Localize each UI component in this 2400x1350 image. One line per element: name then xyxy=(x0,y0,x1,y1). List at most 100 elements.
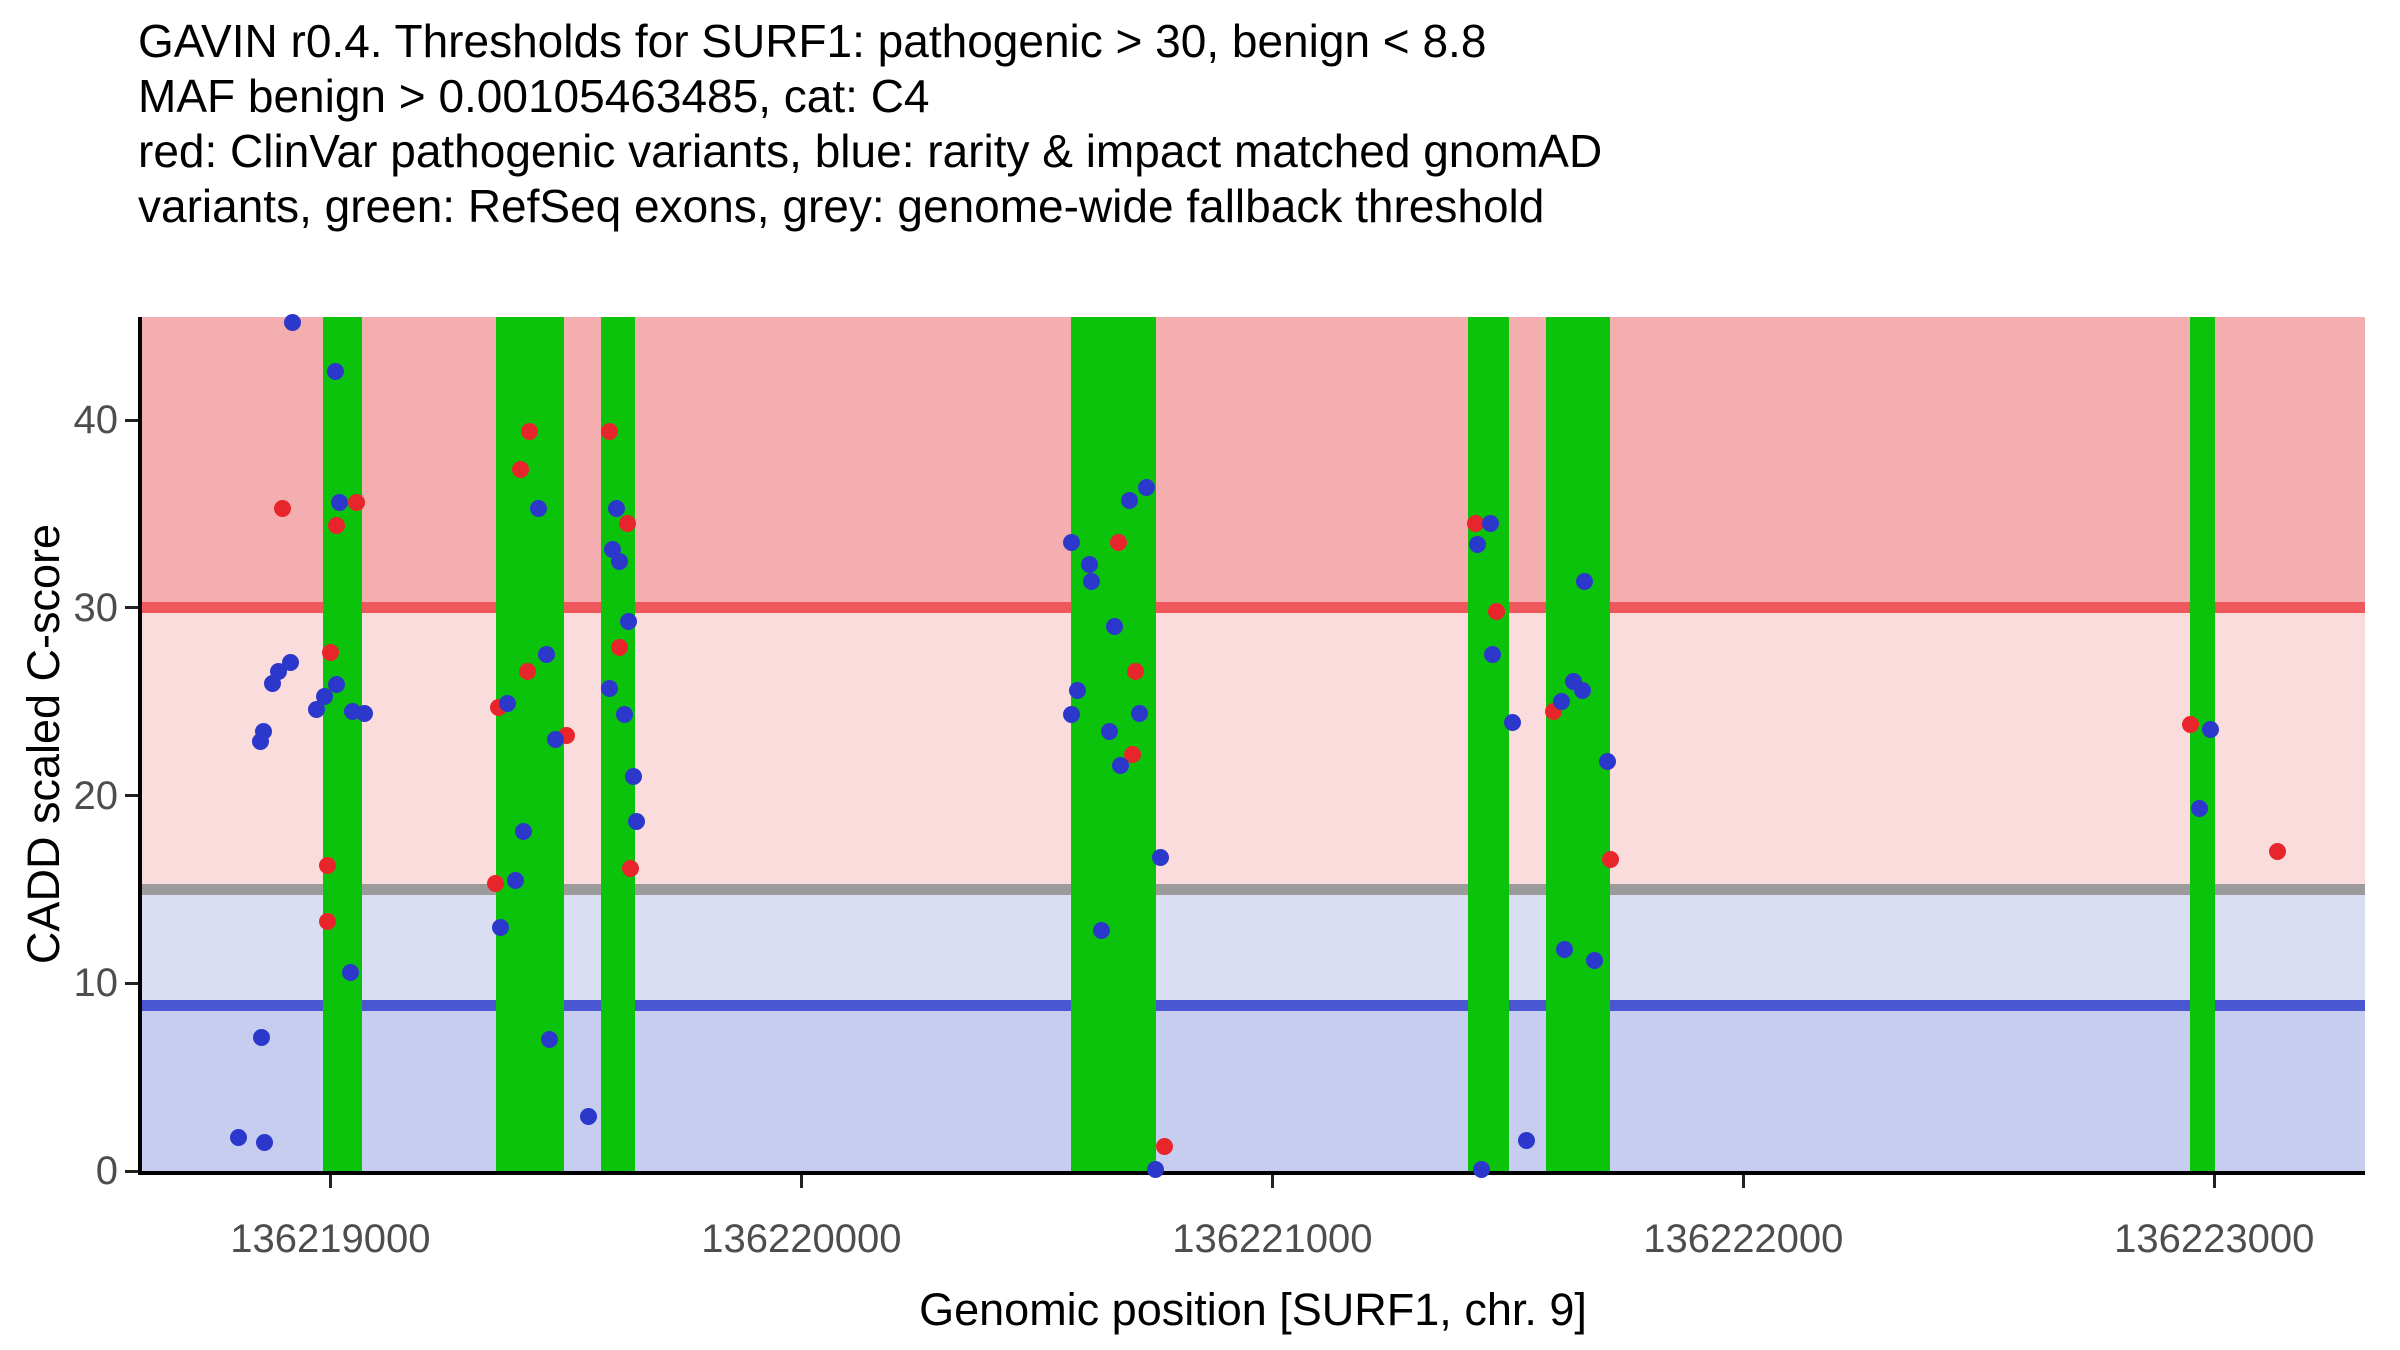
gnomad-matched-point xyxy=(1598,753,1616,771)
gnomad-matched-point xyxy=(1137,479,1155,497)
y-tick-mark xyxy=(125,606,138,610)
clinvar-pathogenic-point xyxy=(1601,850,1619,868)
gnomad-matched-point xyxy=(608,499,626,517)
gnomad-matched-point xyxy=(537,646,555,664)
x-tick-mark xyxy=(799,1175,803,1188)
refseq-exon-bar xyxy=(1467,317,1510,1171)
clinvar-pathogenic-point xyxy=(519,663,537,681)
threshold-line-0 xyxy=(142,602,2365,614)
gnomad-matched-point xyxy=(499,695,517,713)
threshold-band-3 xyxy=(142,1005,2365,1171)
x-axis-line xyxy=(138,1171,2365,1175)
gnomad-matched-point xyxy=(1574,682,1592,699)
refseq-exon-bar xyxy=(1545,317,1611,1171)
clinvar-pathogenic-point xyxy=(611,638,629,656)
clinvar-pathogenic-point xyxy=(521,422,539,440)
clinvar-pathogenic-point xyxy=(274,499,292,517)
gnomad-matched-point xyxy=(1517,1132,1535,1150)
x-tick-label: 136219000 xyxy=(230,1217,431,1261)
gnomad-matched-point xyxy=(580,1108,598,1126)
gnomad-matched-point xyxy=(331,494,349,512)
y-tick-mark xyxy=(125,1169,138,1173)
gnomad-matched-point xyxy=(600,680,618,698)
clinvar-pathogenic-point xyxy=(1488,603,1506,621)
gnomad-matched-point xyxy=(540,1031,558,1049)
gnomad-matched-point xyxy=(506,871,524,889)
threshold-line-2 xyxy=(142,1000,2365,1012)
refseq-exon-bar xyxy=(322,317,363,1171)
gnomad-matched-point xyxy=(1483,646,1501,664)
gnomad-matched-point xyxy=(1151,849,1169,867)
clinvar-pathogenic-point xyxy=(347,494,365,512)
gnomad-matched-point xyxy=(1586,952,1604,970)
gnomad-matched-point xyxy=(514,822,532,840)
gnomad-matched-point xyxy=(615,706,633,724)
gnomad-matched-point xyxy=(255,1134,273,1152)
clinvar-pathogenic-point xyxy=(600,422,618,440)
title-line-3: red: ClinVar pathogenic variants, blue: … xyxy=(138,125,1603,177)
y-tick-label: 20 xyxy=(73,773,119,818)
gnomad-matched-point xyxy=(1472,1160,1490,1178)
title-line-1: GAVIN r0.4. Thresholds for SURF1: pathog… xyxy=(138,15,1487,67)
clinvar-pathogenic-point xyxy=(1466,514,1484,532)
y-tick-label: 10 xyxy=(73,961,119,1006)
clinvar-pathogenic-point xyxy=(511,460,529,478)
x-axis-title: Genomic position [SURF1, chr. 9] xyxy=(919,1284,1587,1335)
gnomad-matched-point xyxy=(1504,713,1522,731)
y-tick-mark xyxy=(125,418,138,422)
x-tick-label: 136220000 xyxy=(701,1217,902,1261)
clinvar-pathogenic-point xyxy=(1155,1138,1173,1156)
gnomad-matched-point xyxy=(530,499,548,517)
gnomad-matched-point xyxy=(620,612,638,630)
gnomad-matched-point xyxy=(491,918,509,936)
gnomad-matched-point xyxy=(315,687,333,705)
x-tick-mark xyxy=(1270,1175,1274,1188)
clinvar-pathogenic-point xyxy=(2268,843,2286,861)
gnomad-matched-point xyxy=(1062,533,1080,551)
gnomad-matched-point xyxy=(547,730,565,748)
gnomad-matched-point xyxy=(1131,704,1149,722)
gnomad-matched-point xyxy=(1081,556,1099,574)
gnomad-matched-point xyxy=(1147,1160,1165,1178)
gnomad-matched-point xyxy=(1093,922,1111,940)
gnomad-matched-point xyxy=(611,552,629,570)
y-axis-line xyxy=(138,317,142,1171)
plot-panel xyxy=(138,314,2365,1178)
clinvar-pathogenic-point xyxy=(621,860,639,878)
gnomad-matched-point xyxy=(1068,682,1086,699)
gnomad-matched-point xyxy=(1482,514,1500,532)
x-tick-mark xyxy=(328,1175,332,1188)
x-tick-label: 136221000 xyxy=(1172,1217,1373,1261)
gnomad-matched-point xyxy=(2201,721,2219,739)
y-tick-label: 40 xyxy=(73,398,119,443)
x-tick-label: 136223000 xyxy=(2114,1217,2315,1261)
title-line-2: MAF benign > 0.00105463485, cat: C4 xyxy=(138,70,930,122)
x-tick-label: 136222000 xyxy=(1643,1217,1844,1261)
threshold-line-1 xyxy=(142,883,2365,895)
gnomad-matched-point xyxy=(1062,706,1080,724)
clinvar-pathogenic-point xyxy=(1127,663,1145,681)
threshold-band-1 xyxy=(142,607,2365,890)
clinvar-pathogenic-point xyxy=(1123,745,1141,763)
gnomad-matched-point xyxy=(1468,535,1486,553)
gnomad-matched-point xyxy=(251,732,269,750)
threshold-band-2 xyxy=(142,889,2365,1006)
refseq-exon-bar xyxy=(601,317,636,1171)
clinvar-pathogenic-point xyxy=(328,516,345,534)
clinvar-pathogenic-point xyxy=(619,514,637,532)
y-tick-label: 0 xyxy=(95,1149,118,1193)
gnomad-matched-point xyxy=(1111,757,1129,775)
refseq-exon-bar xyxy=(1071,317,1156,1171)
gnomad-matched-point xyxy=(628,813,646,831)
clinvar-pathogenic-point xyxy=(487,875,505,893)
gnomad-matched-point xyxy=(1552,693,1570,711)
y-tick-label: 30 xyxy=(73,585,119,630)
threshold-band-0 xyxy=(142,317,2365,608)
gnomad-matched-point xyxy=(1100,723,1118,741)
y-tick-mark xyxy=(125,794,138,798)
gnomad-matched-point xyxy=(308,700,326,718)
gnomad-matched-point xyxy=(326,362,344,380)
gnomad-matched-point xyxy=(625,768,643,786)
gnomad-matched-point xyxy=(355,704,373,722)
